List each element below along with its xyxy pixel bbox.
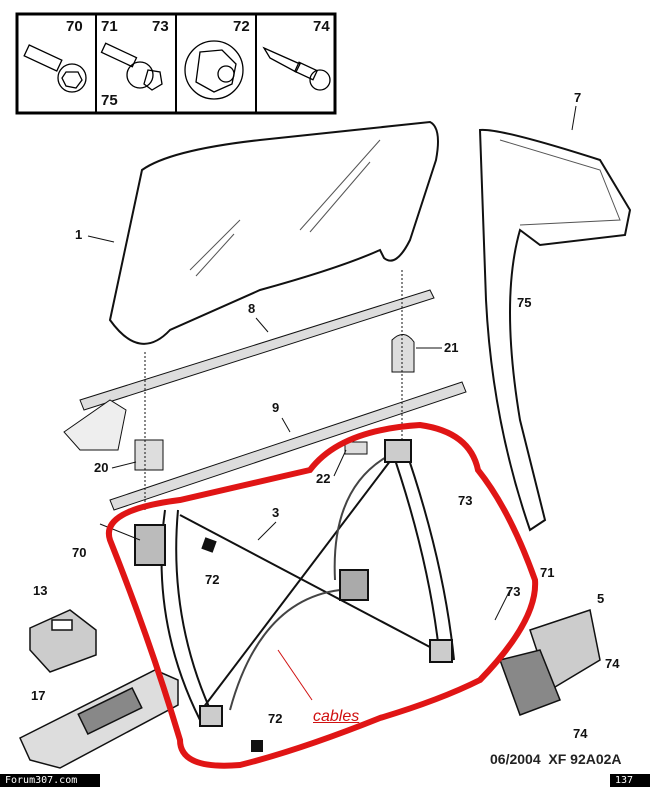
callout: 3 (272, 505, 280, 520)
footer-site: Forum307.com (0, 774, 100, 787)
callout: 1 (75, 227, 83, 242)
hardware-number: 74 (313, 18, 330, 35)
hardware-number: 75 (101, 92, 118, 109)
hardware-number: 70 (66, 18, 83, 35)
nut-72-icon (184, 40, 244, 100)
switch-panel (19, 669, 179, 769)
reference-code: 06/2004 XF 92A02A (490, 751, 622, 767)
callout: 71 (540, 565, 555, 580)
motor (499, 609, 601, 716)
hardware-number: 72 (233, 18, 250, 35)
callout: 8 (248, 301, 256, 316)
callout: 73 (458, 493, 473, 508)
window-switch (29, 609, 97, 673)
rear-frame (478, 128, 632, 532)
callout: 20 (94, 460, 109, 475)
callout: 75 (517, 295, 532, 310)
strip-8 (79, 289, 435, 411)
window-regulator (134, 439, 455, 727)
bolt-70-icon (23, 44, 87, 93)
callout: 9 (272, 400, 280, 415)
callout: 72 (205, 572, 220, 587)
callout: 73 (506, 584, 521, 599)
callout: 70 (72, 545, 87, 560)
hardware-number: 73 (152, 18, 169, 35)
hardware-box (15, 12, 337, 115)
cables-annotation: cables (313, 708, 360, 725)
callout: 21 (444, 340, 459, 355)
bolt-71-icon (100, 42, 163, 91)
callout: 22 (316, 471, 331, 486)
callout: 74 (573, 726, 588, 741)
callout: 72 (268, 711, 283, 726)
hardware-number: 71 (101, 18, 118, 35)
window-glass (108, 120, 439, 345)
callout: 7 (574, 90, 582, 105)
strip-9 (109, 381, 467, 511)
footer-size: 137 ko (610, 774, 650, 787)
cables-highlight (105, 421, 539, 769)
screw-74-icon (262, 46, 331, 91)
callout: 74 (605, 656, 620, 671)
callout: 17 (31, 688, 46, 703)
callout: 5 (597, 591, 605, 606)
callout: 13 (33, 583, 48, 598)
